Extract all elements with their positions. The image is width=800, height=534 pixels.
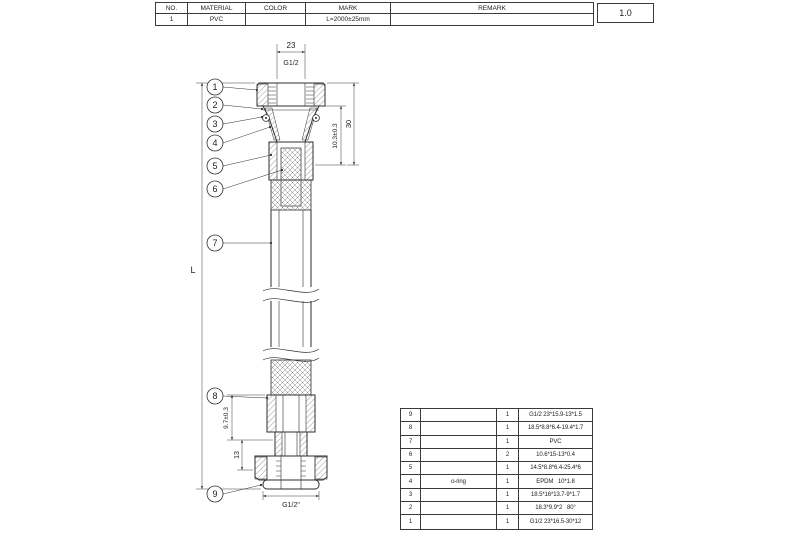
dim-overall-length: L bbox=[190, 265, 195, 275]
material-table-header-mark: MARK bbox=[306, 3, 391, 14]
material-table-cell-mark: L=2000±25mm bbox=[306, 14, 391, 25]
thread-marks bbox=[268, 86, 314, 104]
parts-row-qty: 1 bbox=[497, 502, 519, 516]
parts-row-spec: G1/2 23*16.5-30*12 bbox=[529, 519, 582, 526]
parts-row-no: 5 bbox=[401, 462, 421, 476]
dim-top-width: 23 bbox=[287, 41, 296, 50]
lower-neck bbox=[274, 431, 308, 457]
parts-row-no: 7 bbox=[401, 435, 421, 449]
thread-marks-bottom bbox=[276, 460, 306, 477]
parts-row-name bbox=[421, 409, 497, 423]
balloon-9: 9 bbox=[206, 483, 263, 503]
hose-body bbox=[262, 210, 320, 362]
parts-row-name bbox=[421, 462, 497, 476]
balloon-7-label: 7 bbox=[212, 238, 217, 248]
material-table-cell-remark bbox=[391, 14, 593, 25]
material-table-header-material: MATERIAL bbox=[188, 3, 246, 14]
parts-row-no: 4 bbox=[401, 475, 421, 489]
o-ring-left bbox=[262, 114, 270, 122]
parts-row-no: 9 bbox=[401, 409, 421, 423]
parts-row-qty: 1 bbox=[497, 409, 519, 423]
balloon-8: 8 bbox=[206, 387, 269, 405]
parts-row-spec: 14.5*8.8*6.4-25.4*6 bbox=[519, 462, 592, 476]
dim-top-thread: G1/2 bbox=[283, 60, 298, 67]
parts-row-qty: 1 bbox=[497, 422, 519, 436]
parts-row-spec: 18.5*8.8*6.4-19.4*1.7 bbox=[519, 422, 592, 436]
balloon-callouts: 1 2 3 4 5 bbox=[206, 78, 284, 503]
material-table-header-remark: REMARK bbox=[391, 3, 593, 14]
crimp-band-bottom bbox=[270, 359, 312, 396]
balloon-3: 3 bbox=[206, 115, 264, 133]
parts-row-qty: 1 bbox=[497, 435, 519, 449]
balloon-1: 1 bbox=[206, 78, 259, 96]
parts-row-spec: 10.6*15-13*0.4 bbox=[519, 449, 592, 463]
material-table-cell-no: 1 bbox=[156, 14, 188, 25]
dim-nut-height: 30 bbox=[344, 120, 353, 128]
balloon-5: 5 bbox=[206, 153, 273, 175]
balloon-3-label: 3 bbox=[212, 119, 217, 129]
end-washer bbox=[262, 479, 320, 490]
material-table-header-no: NO. bbox=[156, 3, 188, 14]
parts-row-qty: 2 bbox=[497, 448, 519, 463]
balloon-9-label: 9 bbox=[212, 489, 217, 499]
parts-row-qty: 1 bbox=[497, 462, 519, 476]
parts-row-no: 2 bbox=[401, 502, 421, 516]
parts-row-no: 3 bbox=[401, 488, 421, 503]
dim-bottom-thread: G1/2" bbox=[282, 502, 300, 509]
parts-table: 9 1 G1/2 23*15.9-13*1.5 8 1 18.5*8.8*6.4… bbox=[400, 408, 593, 530]
parts-row-spec: 18.5*16*13.7-9*1.7 bbox=[519, 489, 592, 503]
parts-row-qty: 1 bbox=[497, 515, 519, 529]
balloon-2-label: 2 bbox=[212, 100, 217, 110]
parts-row-no: 8 bbox=[401, 422, 421, 436]
parts-row-name bbox=[421, 435, 497, 449]
parts-row-name bbox=[421, 515, 497, 529]
dim-lower-insert: 9.7±0.3 bbox=[223, 407, 230, 429]
balloon-8-label: 8 bbox=[212, 391, 217, 401]
parts-row-name bbox=[421, 422, 497, 436]
crimp-band-top bbox=[270, 179, 312, 211]
parts-row-no: 1 bbox=[401, 515, 421, 529]
balloon-7: 7 bbox=[206, 234, 273, 252]
o-ring-right bbox=[312, 114, 320, 122]
parts-row-qty: 1 bbox=[497, 475, 519, 489]
parts-row-spec: PVC bbox=[519, 436, 592, 449]
parts-row-qty: 1 bbox=[497, 488, 519, 503]
balloon-1-label: 1 bbox=[212, 82, 217, 92]
balloon-4: 4 bbox=[206, 125, 272, 152]
parts-row-spec: 18.3*9.9*2 80° bbox=[519, 502, 592, 516]
balloon-5-label: 5 bbox=[212, 161, 217, 171]
balloon-2: 2 bbox=[206, 96, 264, 114]
parts-row-no: 6 bbox=[401, 448, 421, 463]
material-table: NO. MATERIAL COLOR MARK REMARK 1 PVC L=2… bbox=[155, 2, 594, 26]
parts-row-name bbox=[421, 448, 497, 463]
material-table-cell-material: PVC bbox=[188, 14, 246, 25]
balloon-6-label: 6 bbox=[212, 184, 217, 194]
parts-row-spec: EPDM 10*1.8 bbox=[519, 475, 592, 489]
material-table-header-color: COLOR bbox=[246, 3, 306, 14]
part-geometry bbox=[254, 82, 328, 490]
parts-row-name: o-ring bbox=[421, 475, 497, 489]
cone-insert bbox=[262, 105, 320, 143]
dim-insert-depth: 10.3±0.3 bbox=[332, 123, 339, 149]
material-table-cell-color bbox=[246, 14, 306, 25]
bottom-nut bbox=[254, 455, 328, 481]
lower-sleeve bbox=[266, 394, 316, 433]
version-box: 1.0 bbox=[597, 3, 654, 23]
parts-row-name bbox=[421, 488, 497, 503]
parts-row-spec: G1/2 23*15.9-13*1.5 bbox=[519, 409, 592, 423]
top-nut bbox=[256, 82, 326, 107]
dimensions: 23 G1/2 10.3±0.3 30 L 9.7±0.3 bbox=[190, 41, 359, 509]
version-label: 1.0 bbox=[619, 8, 632, 18]
dim-lower-nut: 13 bbox=[234, 451, 241, 459]
parts-row-name bbox=[421, 502, 497, 516]
balloon-4-label: 4 bbox=[212, 138, 217, 148]
balloon-6: 6 bbox=[206, 168, 284, 198]
